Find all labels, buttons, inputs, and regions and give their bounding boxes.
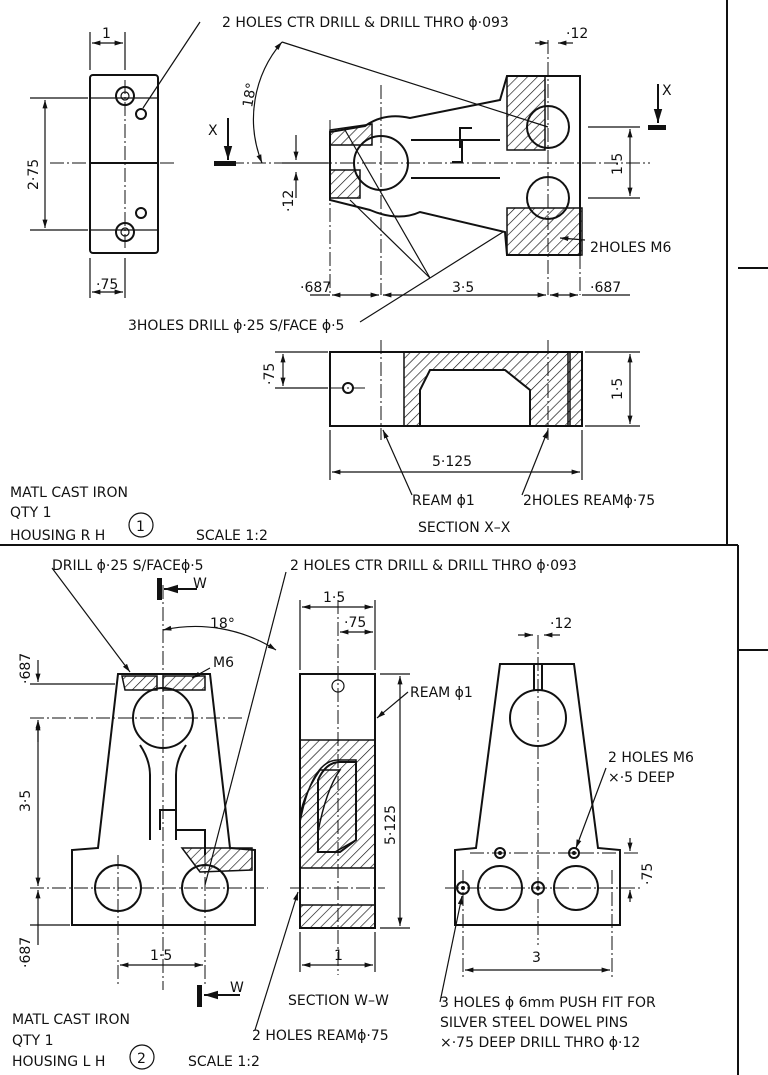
rh-note-ream1: REAM ϕ1 <box>412 493 475 509</box>
rh-note-m6: 2HOLES M6 <box>590 240 672 256</box>
lh-section-label: SECTION W–W <box>288 993 389 1009</box>
lh-dim-35: 3·5 <box>18 790 34 812</box>
rh-scale: SCALE 1:2 <box>196 528 268 544</box>
lh-angle-18: 18° <box>210 616 235 632</box>
lh-qty: QTY 1 <box>12 1033 53 1049</box>
rh-dim-275: 2·75 <box>26 159 42 190</box>
rh-dim-top-1: 1 <box>102 26 111 42</box>
lh-dim-75-right: ·75 <box>640 863 656 885</box>
rh-dim-12: ·12 <box>566 26 588 42</box>
rh-plan-view <box>230 40 650 295</box>
lh-label-w-bottom: W <box>230 980 244 996</box>
lh-dim-1: 1 <box>334 948 343 964</box>
rh-dim-687-right: ·687 <box>590 280 621 296</box>
rh-dim-75: ·75 <box>96 277 118 293</box>
lh-note-drill: DRILL ϕ·25 S/FACEϕ·5 <box>52 558 204 574</box>
rh-part: HOUSING R H <box>10 528 105 544</box>
lh-note-holes-ctr: 2 HOLES CTR DRILL & DRILL THRO ϕ·093 <box>290 558 577 574</box>
lh-note-m6-deep-2: ×·5 DEEP <box>608 770 674 786</box>
rh-section-label: SECTION X–X <box>418 520 511 536</box>
lh-part-circle <box>129 1044 155 1070</box>
rh-part-no: 1 <box>136 519 145 535</box>
lh-front-dims <box>30 567 287 968</box>
rh-note-holes-ctr: 2 HOLES CTR DRILL & DRILL THRO ϕ·093 <box>222 15 509 31</box>
lh-note-ream1: REAM ϕ1 <box>410 685 473 701</box>
rh-dim-5125: 5·125 <box>432 454 472 470</box>
rh-dim-687-left: ·687 <box>300 280 331 296</box>
lh-note-dowel-1: 3 HOLES ϕ 6mm PUSH FIT FOR <box>440 995 656 1011</box>
rh-angle-18: 18° <box>240 81 260 108</box>
rh-dim-75-section: ·75 <box>262 363 278 385</box>
rh-end-view <box>50 74 175 254</box>
rh-end-dims <box>30 21 201 298</box>
rh-note-3holes: 3HOLES DRILL ϕ·25 S/FACE ϕ·5 <box>128 318 344 334</box>
rh-dim-15-section: 1·5 <box>610 378 626 400</box>
lh-dim-5125: 5·125 <box>383 805 399 845</box>
lh-back-view <box>439 632 640 1003</box>
lh-note-dowel-2: SILVER STEEL DOWEL PINS <box>440 1015 628 1031</box>
rh-section-xx <box>275 340 640 496</box>
lh-dim-15-side: 1·5 <box>323 590 345 606</box>
lh-part: HOUSING L H <box>12 1054 105 1070</box>
lh-label-w-top: W <box>193 576 207 592</box>
lh-dim-15: 1·5 <box>150 948 172 964</box>
rh-dim-15: 1·5 <box>610 153 626 175</box>
lh-scale: SCALE 1:2 <box>188 1054 260 1070</box>
lh-section-markers <box>157 578 240 1007</box>
lh-dim-687-top: ·687 <box>18 653 34 684</box>
lh-dim-75-side: ·75 <box>344 615 366 631</box>
rh-label-x-right: X <box>662 83 672 99</box>
lh-note-m6-deep-1: 2 HOLES M6 <box>608 750 694 766</box>
rh-label-x-left: X <box>208 123 218 139</box>
rh-section-markers <box>214 84 666 166</box>
rh-matl: MATL CAST IRON <box>10 485 128 501</box>
lh-note-ream75: 2 HOLES REAMϕ·75 <box>252 1028 389 1044</box>
rh-plan-dims <box>252 40 640 323</box>
lh-note-dowel-3: ×·75 DEEP DRILL THRO ϕ·12 <box>440 1035 640 1051</box>
rh-note-ream75: 2HOLES REAMϕ·75 <box>523 493 655 509</box>
lh-front-view <box>30 585 268 990</box>
lh-part-no: 2 <box>137 1051 146 1067</box>
lh-dim-12: ·12 <box>550 616 572 632</box>
lh-note-m6: M6 <box>213 655 234 671</box>
rh-qty: QTY 1 <box>10 505 51 521</box>
rh-dim-35: 3·5 <box>452 280 474 296</box>
lh-dim-3: 3 <box>532 950 541 966</box>
lh-dim-687-bottom: ·687 <box>18 937 34 968</box>
rh-part-circle <box>128 512 154 538</box>
lh-section-ww <box>254 600 410 1031</box>
rh-dim-12-left: ·12 <box>281 190 297 212</box>
lh-matl: MATL CAST IRON <box>12 1012 130 1028</box>
